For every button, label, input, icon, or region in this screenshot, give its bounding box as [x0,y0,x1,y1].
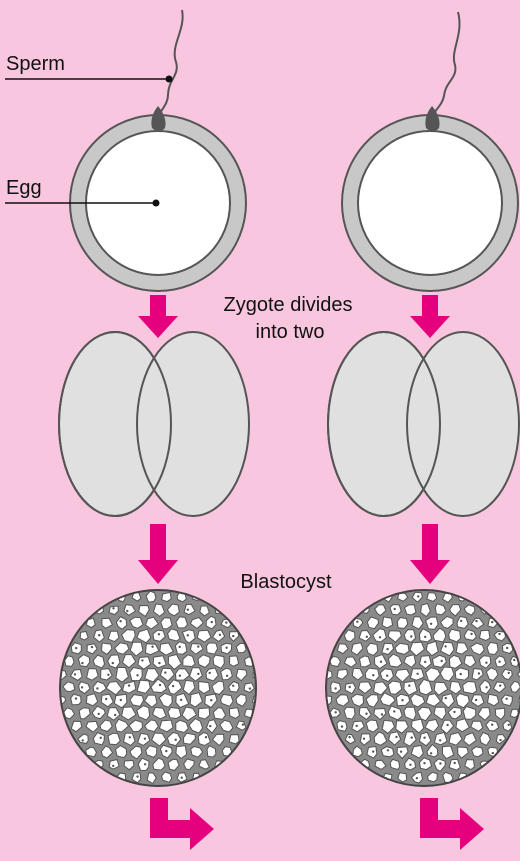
two-cell-left [59,332,249,516]
zygote-label-line2: into two [256,321,325,343]
bent-arrow-right [420,798,484,850]
sperm-right [425,12,459,131]
sperm-label: Sperm [6,53,65,75]
blastocyst-left [58,590,261,786]
blastocyst-right [323,590,520,786]
zygote-label-line1: Zygote divides [224,294,353,316]
two-cell-right [328,332,519,516]
bent-arrow-left [150,798,214,850]
egg-label: Egg [6,177,42,199]
blastocyst-label: Blastocyst [240,571,332,593]
arrow-down-2-right [410,524,450,584]
sperm-left [151,10,182,131]
egg-right [342,115,518,291]
arrow-down-2-left [138,524,178,584]
sperm-label-line [5,76,173,83]
arrow-down-1-right [410,295,450,338]
arrow-down-1-left [138,295,178,338]
